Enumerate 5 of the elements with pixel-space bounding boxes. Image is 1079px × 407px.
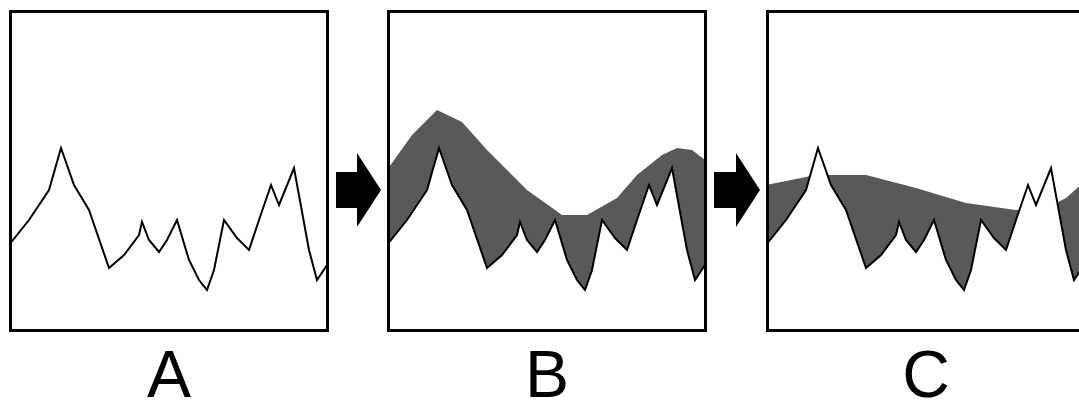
block-arrow: [714, 153, 760, 227]
panel-label: C: [902, 338, 950, 407]
panel-label: B: [525, 338, 569, 407]
block-arrow: [336, 153, 381, 227]
panel-label: A: [147, 338, 191, 407]
